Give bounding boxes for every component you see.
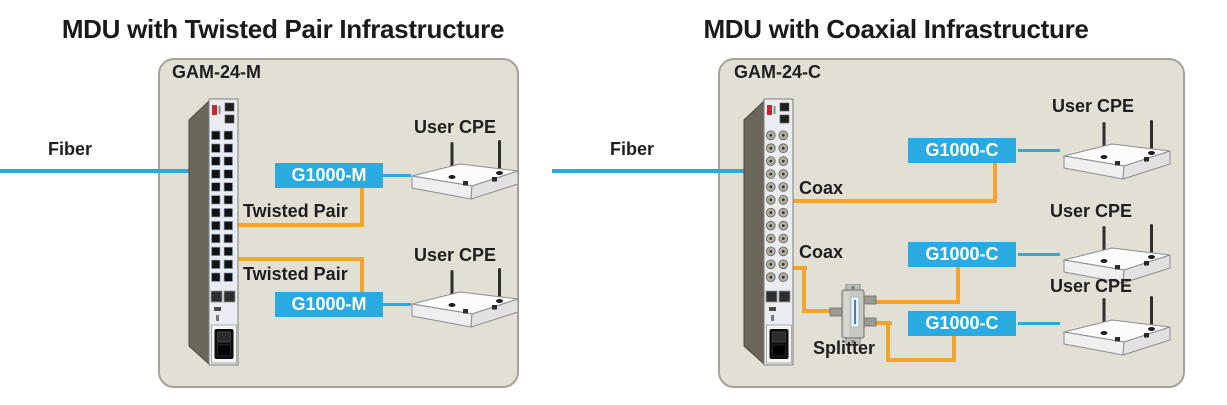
user-cpe-label-1-left: User CPE — [414, 117, 497, 137]
g1000-c-box-3: G1000-C — [908, 311, 1016, 336]
fiber-line-left — [0, 169, 212, 173]
coax-cable-2-stub — [791, 266, 807, 270]
g1000-c-box-1: G1000-C — [908, 138, 1016, 163]
gam-24-c-device-icon — [743, 98, 794, 366]
cpe-link-line-2-right — [1018, 253, 1060, 256]
splitter-out-2-v1 — [886, 321, 890, 362]
user-cpe-label-3-right: User CPE — [1050, 276, 1133, 296]
splitter-icon — [829, 284, 877, 346]
coax-cable-2-to-splitter — [802, 309, 832, 313]
cpe-link-line-3-right — [1018, 322, 1060, 325]
twisted-pair-cable-2-v — [360, 257, 364, 292]
coax-cable-1-h — [791, 199, 997, 203]
twisted-pair-cable-2-h — [238, 257, 364, 261]
cpe-router-icon-1-left — [411, 140, 519, 200]
g1000-c-box-2: G1000-C — [908, 242, 1016, 267]
g1000-m-box-2: G1000-M — [275, 292, 383, 317]
cpe-link-line-1-right — [1018, 149, 1060, 152]
splitter-out-2-stub — [876, 321, 892, 325]
splitter-out-2-v2 — [952, 336, 956, 362]
splitter-out-1-h — [876, 300, 960, 304]
coax-cable-2-v — [802, 266, 806, 313]
splitter-out-2-h — [886, 358, 956, 362]
fiber-label-left: Fiber — [48, 139, 93, 159]
user-cpe-label-1-right: User CPE — [1052, 96, 1135, 116]
cpe-router-icon-2-left — [411, 268, 519, 328]
fiber-label-right: Fiber — [610, 139, 655, 159]
cpe-router-icon-3-right — [1063, 296, 1171, 356]
user-cpe-label-2-left: User CPE — [414, 245, 497, 265]
cpe-link-line-2-left — [383, 303, 411, 306]
splitter-label: Splitter — [813, 338, 876, 358]
coax-label-2: Coax — [799, 242, 844, 262]
gam-24-c-label: GAM-24-C — [734, 62, 822, 82]
twisted-pair-label-1: Twisted Pair — [243, 201, 348, 221]
coax-label-1: Coax — [799, 178, 844, 198]
gam-24-m-device-icon — [188, 98, 239, 366]
twisted-pair-cable-1-v — [360, 188, 364, 227]
gam-24-m-label: GAM-24-M — [172, 62, 261, 82]
right-diagram-title: MDU with Coaxial Infrastructure — [703, 14, 1089, 44]
cpe-router-icon-1-right — [1063, 120, 1171, 180]
fiber-line-right — [552, 169, 767, 173]
splitter-out-1-v — [956, 267, 960, 304]
twisted-pair-label-2: Twisted Pair — [243, 264, 348, 284]
coax-cable-1-v — [993, 163, 997, 203]
left-diagram-title: MDU with Twisted Pair Infrastructure — [61, 14, 505, 44]
user-cpe-label-2-right: User CPE — [1050, 201, 1133, 221]
g1000-m-box-1: G1000-M — [275, 163, 383, 188]
twisted-pair-cable-1-h — [238, 223, 364, 227]
cpe-link-line-1-left — [383, 174, 411, 177]
